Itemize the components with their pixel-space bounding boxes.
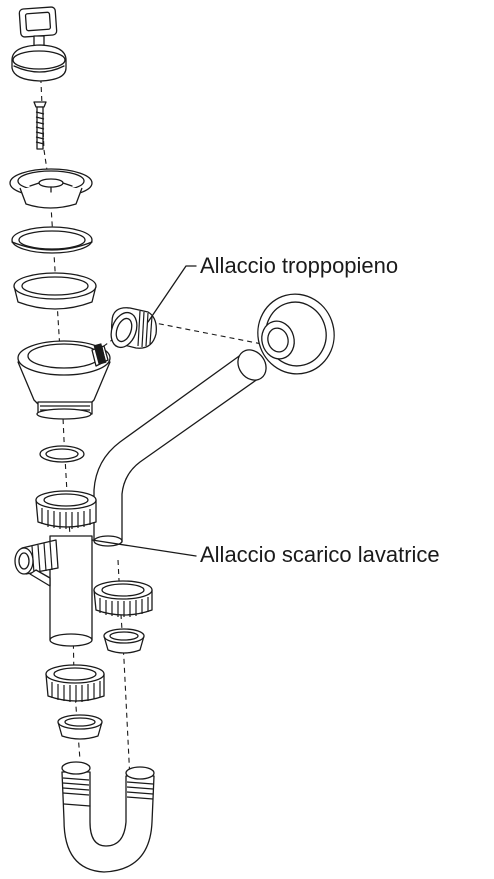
large-nut-upper [35,490,97,529]
tee-pipe [14,535,93,647]
overflow-connector-nut [110,307,157,349]
rubber-ring [13,272,97,310]
drain-body [17,340,111,420]
overflow-leader-line [147,265,197,323]
wall-rosette [257,293,335,375]
strainer-flange [9,168,93,209]
sink-plug [11,6,67,82]
screw [33,101,47,150]
small-washer [39,445,85,463]
cone-washer-left [57,714,103,740]
u-trap [61,761,155,873]
washing-machine-leader-line [91,539,197,557]
cone-washer-right [103,628,145,654]
right-assembly-axis [117,559,131,781]
large-nut-right [93,580,153,617]
flat-washer [11,226,93,254]
overflow-pipe [93,349,267,547]
overflow-connection-label: Allaccio troppopieno [200,253,399,278]
large-nut-lower [45,664,105,702]
washing-machine-connection-label: Allaccio scarico lavatrice [200,542,440,567]
